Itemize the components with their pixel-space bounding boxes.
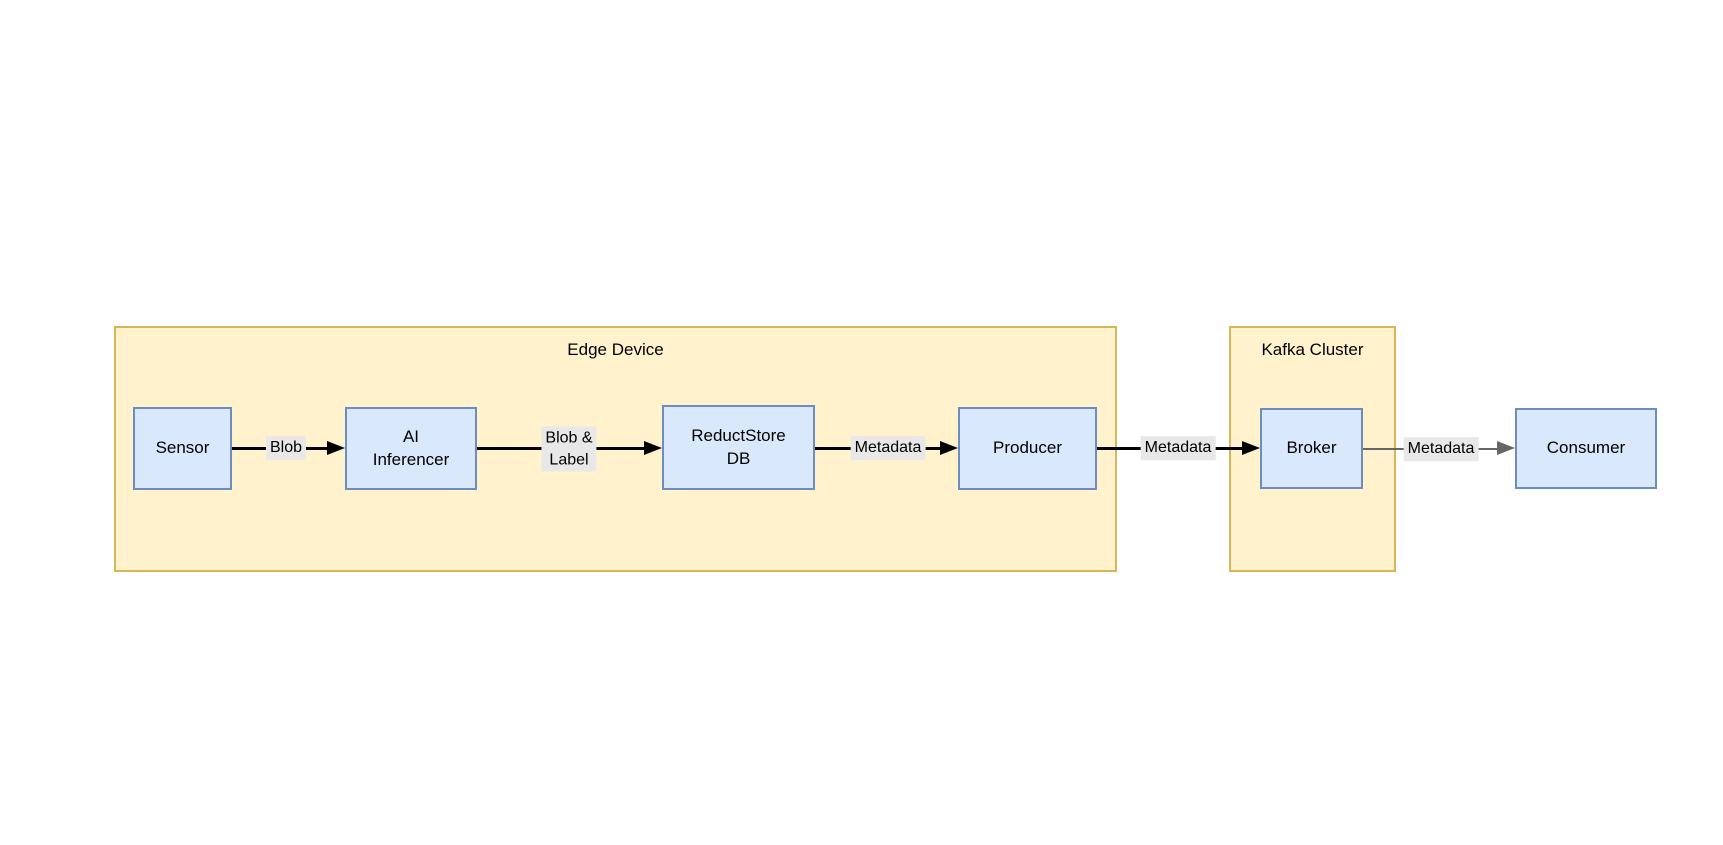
edge-label-metadata: Metadata <box>1140 436 1216 460</box>
node-sensor: Sensor <box>133 407 232 490</box>
arrowhead-icon <box>1242 441 1260 455</box>
container-title-kafka-cluster: Kafka Cluster <box>1261 340 1364 359</box>
edge-label-blob: Blob <box>265 436 307 460</box>
node-broker: Broker <box>1260 408 1363 489</box>
edge-label-metadata: Metadata <box>1403 437 1479 461</box>
edge-label-blob-and-label: Blob & Label <box>541 426 597 472</box>
node-consumer: Consumer <box>1515 408 1657 489</box>
arrowhead-icon <box>1497 441 1515 455</box>
edge-label-metadata: Metadata <box>850 436 926 460</box>
node-reductstore-db: ReductStore DB <box>662 405 815 490</box>
arrowhead-icon <box>940 441 958 455</box>
arrowhead-icon <box>644 441 662 455</box>
node-ai-inferencer: AI Inferencer <box>345 407 477 490</box>
arrowhead-icon <box>327 441 345 455</box>
node-producer: Producer <box>958 407 1097 490</box>
container-title-edge-device: Edge Device <box>567 340 664 359</box>
